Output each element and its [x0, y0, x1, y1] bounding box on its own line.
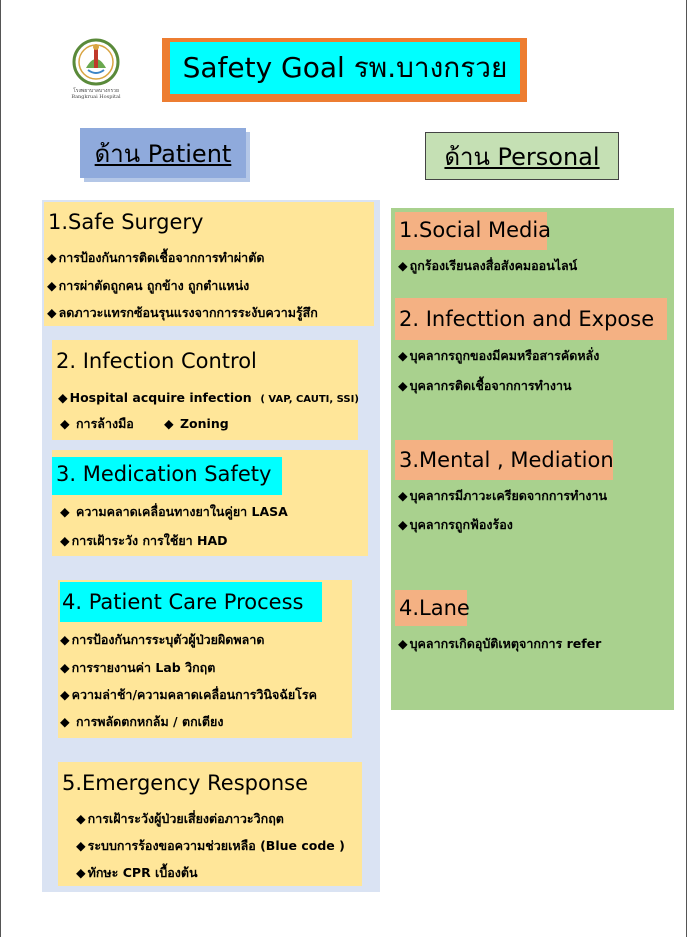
- logo-caption-thai: โรงพยาบาลบางกรวย: [73, 88, 119, 94]
- medication-safety-title: 3. Medication Safety: [52, 457, 282, 495]
- list-item: ◆การเฝ้าระวังผู้ป่วยเสี่ยงต่อภาวะวิกฤต: [76, 811, 284, 826]
- logo-caption: โรงพยาบาลบางกรวย Bangkruai Hospital: [56, 88, 136, 100]
- social-media-title: 1.Social Media: [395, 212, 551, 250]
- list-item: ◆บุคลากรติดเชื้อจากการทำงาน: [398, 378, 572, 393]
- diamond-bullet-icon: ◆: [47, 305, 57, 320]
- diamond-bullet-icon: ◆: [164, 416, 174, 431]
- list-item: ◆บุคลากรมีภาวะเครียดจากการทำงาน: [398, 488, 608, 503]
- diamond-bullet-icon: ◆: [60, 632, 70, 647]
- patient-heading: ด้าน Patient: [80, 128, 246, 178]
- hospital-logo-icon: [72, 38, 120, 86]
- page-title: Safety Goal รพ.บางกรวย: [170, 42, 520, 94]
- infection-control-card: [52, 340, 358, 440]
- lane-title: 4.Lane: [395, 590, 470, 626]
- diamond-bullet-icon: ◆: [76, 811, 86, 826]
- diamond-bullet-icon: ◆: [60, 714, 70, 729]
- list-item: ◆ความล่าช้า/ความคลาดเคลื่อนการวินิจฉัยโร…: [60, 687, 317, 702]
- diamond-bullet-icon: ◆: [47, 250, 57, 265]
- list-item: ◆ถูกร้องเรียนลงสื่อสังคมออนไลน์: [398, 258, 578, 273]
- safe-surgery-title: 1.Safe Surgery: [44, 207, 210, 237]
- list-item: ◆ การล้างมือ: [60, 416, 134, 431]
- list-item: ◆ Zoning: [164, 416, 229, 431]
- list-item: ◆การผ่าตัดถูกคน ถูกข้าง ถูกตำแหน่ง: [47, 278, 250, 293]
- infection-expose-title: 2. Infecttion and Expose: [395, 298, 667, 340]
- list-item: ◆บุคลากรเกิดอุบัติเหตุจากการ refer: [398, 636, 602, 651]
- diamond-bullet-icon: ◆: [398, 636, 408, 651]
- list-item: ◆การรายงานค่า Lab วิกฤต: [60, 660, 216, 675]
- patient-care-title: 4. Patient Care Process: [60, 582, 322, 622]
- diamond-bullet-icon: ◆: [60, 533, 70, 548]
- emergency-response-card: [58, 762, 362, 886]
- list-item: ◆การป้องกันการติดเชื้อจากการทำผ่าตัด: [47, 250, 265, 265]
- diamond-bullet-icon: ◆: [58, 390, 68, 405]
- diamond-bullet-icon: ◆: [60, 504, 70, 519]
- diamond-bullet-icon: ◆: [398, 517, 408, 532]
- diamond-bullet-icon: ◆: [60, 416, 70, 431]
- list-item: ◆ลดภาวะแทรกซ้อนรุนแรงจากการระงับความรู้ส…: [47, 305, 318, 320]
- list-item: ◆ระบบการร้องขอความช่วยเหลือ (Blue code ): [76, 838, 345, 853]
- diamond-bullet-icon: ◆: [47, 278, 57, 293]
- personal-heading: ด้าน Personal: [425, 132, 619, 180]
- infection-control-title: 2. Infection Control: [56, 349, 257, 373]
- list-item: ◆การเฝ้าระวัง การใช้ยา HAD: [60, 533, 228, 548]
- diamond-bullet-icon: ◆: [398, 348, 408, 363]
- diamond-bullet-icon: ◆: [60, 687, 70, 702]
- diamond-bullet-icon: ◆: [398, 258, 408, 273]
- diamond-bullet-icon: ◆: [76, 838, 86, 853]
- list-item: ◆ การพลัดตกหกล้ม / ตกเตียง: [60, 714, 224, 729]
- mental-mediation-title: 3.Mental , Mediation: [395, 440, 614, 480]
- list-item: ◆บุคลากรถูกฟ้องร้อง: [398, 517, 513, 532]
- list-item: ◆Hospital acquire infection ( VAP, CAUTI…: [58, 390, 359, 405]
- list-item: ◆การป้องกันการระบุตัวผู้ป่วยผิดพลาด: [60, 632, 265, 647]
- list-item: ◆ทักษะ CPR เบื้องต้น: [76, 865, 198, 880]
- logo-caption-english: Bangkruai Hospital: [71, 94, 121, 100]
- diamond-bullet-icon: ◆: [60, 660, 70, 675]
- diamond-bullet-icon: ◆: [398, 378, 408, 393]
- list-item: ◆บุคลากรถูกของมีคมหรือสารคัดหลั่ง: [398, 348, 600, 363]
- emergency-response-title: 5.Emergency Response: [62, 771, 309, 795]
- diamond-bullet-icon: ◆: [398, 488, 408, 503]
- diamond-bullet-icon: ◆: [76, 865, 86, 880]
- list-item: ◆ ความคลาดเคลื่อนทางยาในคู่ยา LASA: [60, 504, 288, 519]
